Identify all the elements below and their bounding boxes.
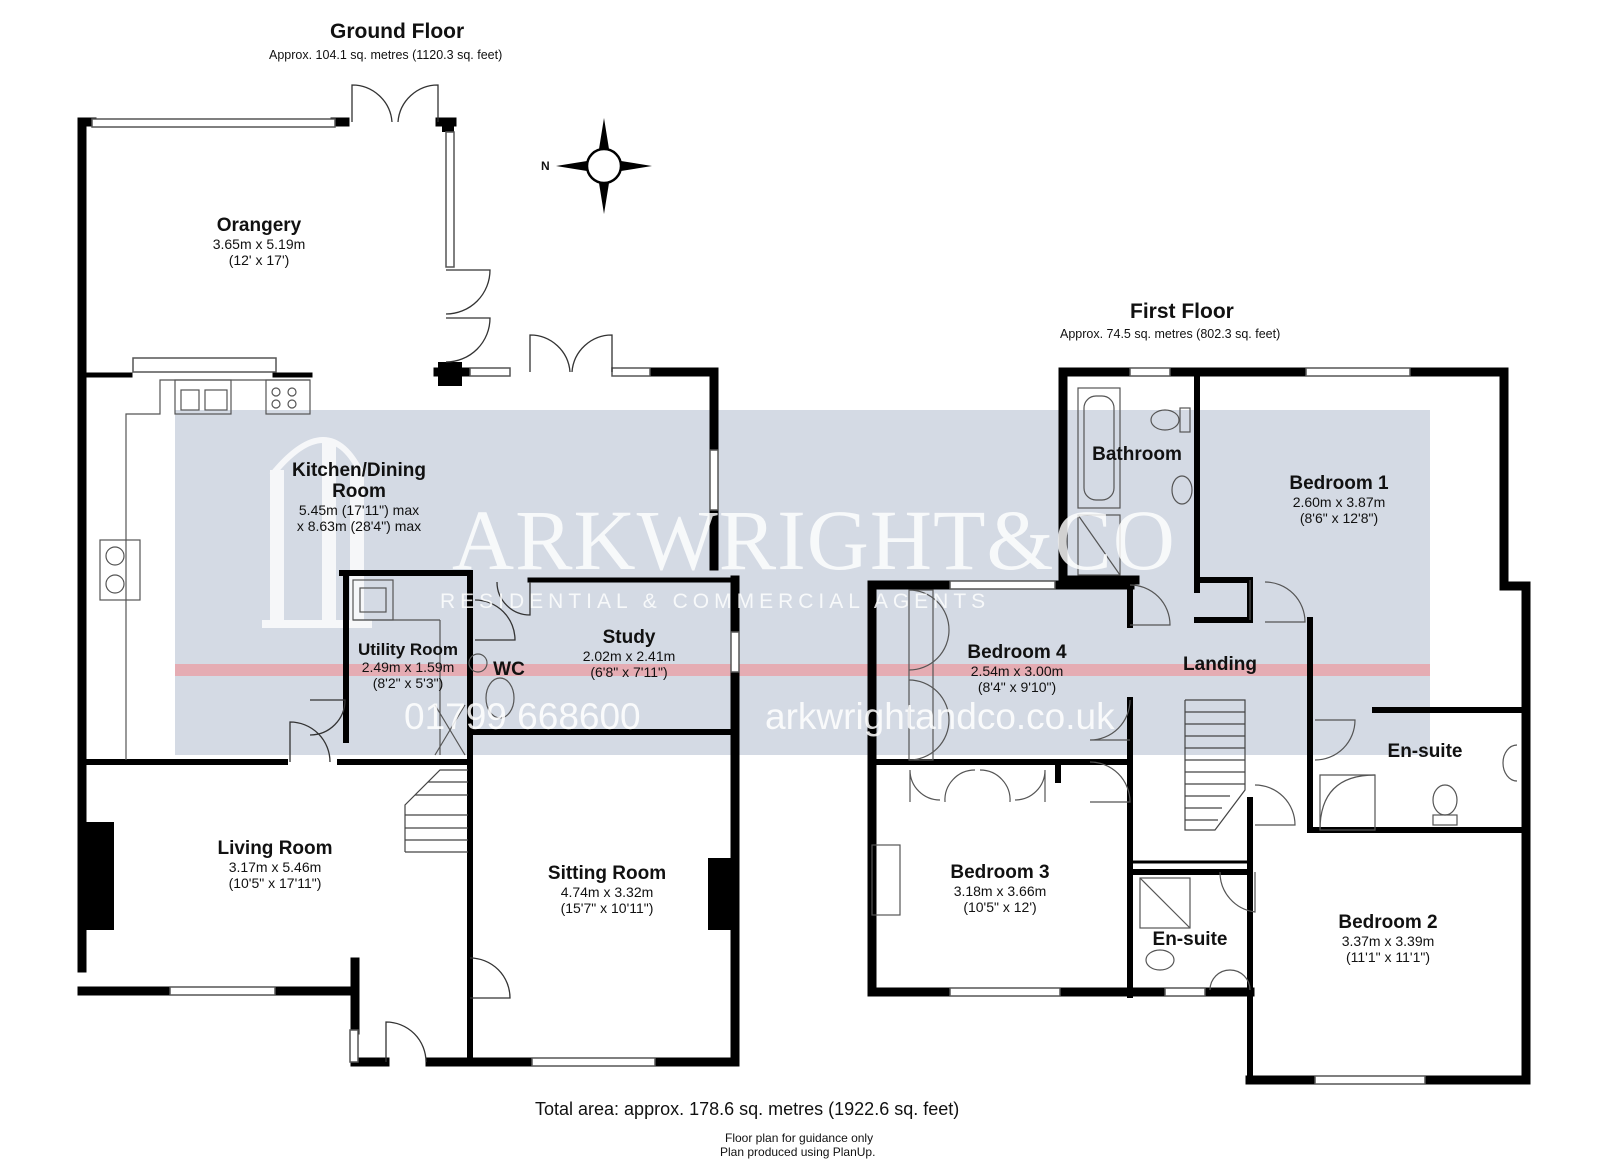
room-ensuite-1: En-suite [1388,741,1463,762]
room-dims-imperial: x 8.63m (28'4") max [296,518,422,534]
first-floor-windows [949,367,1426,1085]
room-dims-imperial: (6'8" x 7'11") [590,664,668,680]
room-name: En-suite [1152,929,1228,950]
room-dims-imperial: (15'7" x 10'11") [560,900,654,916]
watermark-accent-line [175,664,1430,676]
room-name: Bedroom 3 [950,862,1050,883]
room-dims: 2.49m x 1.59m [361,659,455,675]
room-dims: 4.74m x 3.32m [560,884,654,900]
room-name: Landing [1183,654,1257,675]
room-dims-imperial: (12' x 17') [228,252,290,268]
ground-floor-windows [91,118,740,1067]
room-name: Sitting Room [547,863,667,884]
ground-floor-title: Ground Floor [330,20,465,43]
room-bedroom-1: Bedroom 1 2.60m x 3.87m (8'6" x 12'8") [1289,473,1388,526]
compass-rose-icon [556,118,652,214]
room-dims-imperial: (8'4" x 9'10") [977,679,1057,695]
room-name: Bedroom 4 [967,642,1067,663]
ground-floor-area: Approx. 104.1 sq. metres (1120.3 sq. fee… [269,48,503,62]
room-study: Study 2.02m x 2.41m (6'8" x 7'11") [583,627,676,680]
watermark-tagline: RESIDENTIAL & COMMERCIAL AGENTS [440,590,991,613]
room-dims: 2.02m x 2.41m [582,648,676,664]
room-dims-imperial: (10'5" x 17'11") [228,875,322,891]
room-dims: 3.37m x 3.39m [1341,933,1435,949]
first-floor-stairs [1184,699,1246,831]
room-name: Bedroom 2 [1338,912,1438,933]
room-bedroom-3: Bedroom 3 3.18m x 3.66m (10'5" x 12') [950,862,1049,915]
room-dims-imperial: (10'5" x 12') [963,899,1037,915]
ground-floor-walls [77,117,740,1067]
room-living: Living Room 3.17m x 5.46m (10'5" x 17'11… [215,838,335,891]
sitting-room-chimney [708,858,734,930]
room-landing: Landing [1183,654,1257,675]
watermark-brand: ARKWRIGHT&CO [452,492,1176,588]
room-name: Living Room [217,838,333,859]
room-dims: 3.18m x 3.66m [953,883,1047,899]
room-sitting: Sitting Room 4.74m x 3.32m (15'7" x 10'1… [547,863,667,916]
room-name: Kitchen/Dining Room [291,460,427,502]
ground-floor-doors [289,84,613,1063]
room-dims: 5.45m (17'11") max [298,502,420,518]
room-name: WC [493,659,525,680]
room-kitchen-dining: Kitchen/Dining Room 5.45m (17'11") max x… [269,460,449,534]
room-name: En-suite [1387,741,1463,762]
room-ensuite-2: En-suite [1153,929,1228,950]
room-name: Study [602,627,656,648]
room-bedroom-2: Bedroom 2 3.37m x 3.39m (11'1" x 11'1") [1338,912,1437,965]
compass-north-label: N [541,159,550,173]
room-utility: Utility Room 2.49m x 1.59m (8'2" x 5'3") [348,640,468,691]
room-name: Bathroom [1092,444,1182,465]
room-wc: WC [493,659,525,680]
planup-note: Plan produced using PlanUp. [720,1145,876,1159]
room-dims: 2.60m x 3.87m [1292,494,1386,510]
kitchen-fixtures [99,379,515,760]
room-dims: 3.17m x 5.46m [228,859,322,875]
first-floor-title: First Floor [1130,300,1234,323]
room-name: Bedroom 1 [1289,473,1389,494]
room-dims: 3.65m x 5.19m [212,236,306,252]
watermark-logo-icon [262,437,372,628]
room-orangery: Orangery 3.65m x 5.19m (12' x 17') [213,215,306,268]
room-bedroom-4: Bedroom 4 2.54m x 3.00m (8'4" x 9'10") [967,642,1066,695]
room-bathroom: Bathroom [1092,444,1182,465]
room-name: Orangery [216,215,302,236]
watermark-phone: 01799 668600 [404,696,641,737]
first-floor-fixtures [871,387,1518,991]
room-dims-imperial: (11'1" x 11'1") [1345,949,1431,965]
room-dims: 2.54m x 3.00m [970,663,1064,679]
first-floor-area: Approx. 74.5 sq. metres (802.3 sq. feet) [1060,327,1281,341]
room-dims-imperial: (8'2" x 5'3") [372,675,444,691]
living-room-chimney [84,822,114,930]
room-name: Utility Room [357,640,459,659]
guidance-note: Floor plan for guidance only [725,1131,874,1145]
total-area: Total area: approx. 178.6 sq. metres (19… [535,1099,960,1119]
room-dims-imperial: (8'6" x 12'8") [1299,510,1379,526]
ground-floor-stairs [404,769,468,853]
watermark-website: arkwrightandco.co.uk [765,696,1115,737]
first-floor-walls [867,367,1531,1085]
